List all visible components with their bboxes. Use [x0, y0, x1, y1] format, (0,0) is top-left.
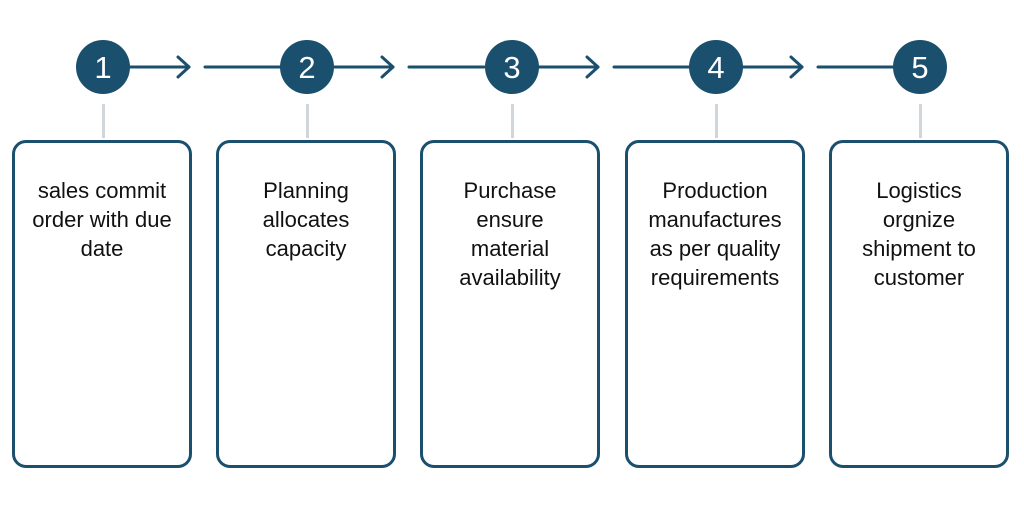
- arrow-head-icon: [585, 55, 600, 79]
- step-card: [829, 140, 1009, 468]
- step-connector-line: [715, 104, 718, 138]
- step-number-badge: 2: [280, 40, 334, 94]
- arrow-head-icon: [789, 55, 804, 79]
- step-card: [625, 140, 805, 468]
- arrow-head-icon: [176, 55, 191, 79]
- step-number-badge: 3: [485, 40, 539, 94]
- step-description: Logistics orgnize shipment to customer: [862, 178, 976, 290]
- step-description: Planning allocates capacity: [262, 178, 350, 261]
- step-card: [216, 140, 396, 468]
- step-connector-line: [919, 104, 922, 138]
- step-number-badge: 5: [893, 40, 947, 94]
- step-card: [420, 140, 600, 468]
- step-connector-line: [306, 104, 309, 138]
- arrow-head-icon: [380, 55, 395, 79]
- step-card: [12, 140, 192, 468]
- step-description: sales commit order with due date: [32, 178, 172, 261]
- step-connector-line: [511, 104, 514, 138]
- step-number-badge: 4: [689, 40, 743, 94]
- step-description: Purchase ensure material availability: [459, 178, 561, 290]
- step-number-badge: 1: [76, 40, 130, 94]
- step-connector-line: [102, 104, 105, 138]
- step-description: Production manufactures as per quality r…: [648, 178, 782, 290]
